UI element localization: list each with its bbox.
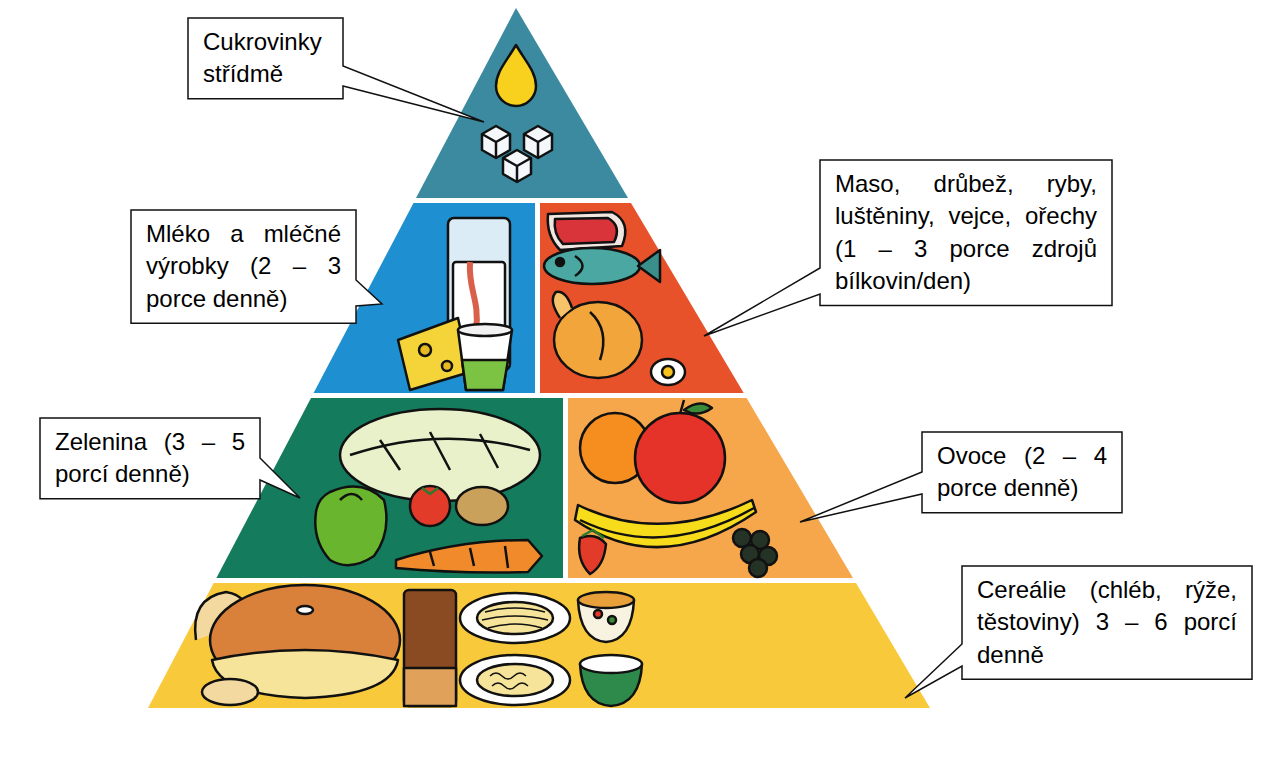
fruit-illustration-part: [684, 403, 712, 413]
protein-illustration-part: [590, 312, 603, 360]
sugar-illustration: [482, 45, 552, 182]
cereal-illustration-part: [460, 655, 570, 705]
protein-illustration-part: [556, 258, 564, 266]
callout-text: Cereálie (chléb, rýže, těstoviny) 3 – 6 …: [977, 574, 1237, 671]
vegetable-illustration-part: [315, 487, 386, 566]
fruit-illustration-part: [582, 530, 604, 538]
vegetable-illustration-part: [396, 540, 542, 573]
callout-box: Ovoce (2 – 4 porce denně): [922, 432, 1122, 513]
dairy-illustration-part: [419, 344, 431, 356]
cereal-illustration-part: [580, 655, 642, 673]
protein-illustration-part: [548, 212, 626, 250]
callout-text: Mléko a mléčné výrobky (2 – 3 porce denn…: [146, 218, 341, 315]
protein-illustration-part: [544, 248, 640, 284]
sugar-illustration-part: [503, 158, 531, 182]
vegetable-illustration-part: [350, 432, 530, 470]
cereal-illustration-part: [202, 679, 258, 705]
pyramid-tiers-part: [216, 398, 563, 578]
cereal-illustration-part: [608, 616, 616, 624]
callout-text: Ovoce (2 – 4 porce denně): [937, 440, 1107, 505]
cereal-illustration-part: [578, 592, 634, 608]
protein-illustration-part: [575, 256, 583, 276]
cereal-illustration-part: [477, 602, 553, 634]
pyramid-tiers-part: [568, 398, 853, 578]
cereal-illustration-part: [404, 668, 456, 706]
protein-illustration-part: [638, 250, 660, 282]
protein-illustration-part: [554, 302, 642, 378]
fruit-illustration-part: [749, 559, 767, 577]
cereal-illustration-part: [482, 608, 548, 628]
cereal-illustration-part: [404, 590, 456, 706]
fruit-illustration: [575, 400, 777, 577]
vegetable-illustration-part: [422, 488, 438, 494]
dairy-illustration-part: [442, 361, 452, 371]
pyramid-tiers: [148, 8, 930, 708]
callout-text: Zelenina (3 – 5 porcí denně): [55, 426, 245, 491]
cereal-illustration-part: [477, 664, 553, 696]
sugar-illustration-part: [496, 45, 536, 106]
vegetable-illustration: [315, 409, 542, 573]
dairy-illustration: [398, 218, 512, 390]
sugar-illustration-part: [524, 134, 552, 158]
pyramid-tiers-part: [416, 8, 628, 198]
cereal-illustration-part: [490, 673, 528, 689]
callout-outline: [905, 566, 1252, 698]
pyramid-tiers-part: [540, 203, 744, 393]
cereal-illustration-part: [594, 610, 602, 618]
protein-illustration-part: [651, 359, 685, 385]
sugar-illustration-part: [482, 134, 510, 158]
callout-outline: [704, 160, 1112, 336]
callout-outline: [800, 432, 1122, 522]
callout-outline: [131, 210, 382, 323]
vegetable-illustration-part: [340, 409, 540, 501]
protein-illustration-part: [555, 218, 617, 244]
dairy-illustration-part: [470, 262, 477, 330]
cereal-illustration-part: [460, 593, 570, 643]
fruit-illustration-part: [579, 536, 606, 574]
fruit-illustration-part: [680, 400, 684, 414]
fruit-illustration-part: [635, 413, 725, 503]
callout-text: Cukrovinky střídmě: [203, 26, 328, 91]
callout-box: Zelenina (3 – 5 porcí denně): [40, 418, 260, 499]
protein-illustration-part: [662, 366, 674, 378]
fruit-illustration-part: [580, 508, 754, 537]
vegetable-illustration-part: [410, 486, 450, 526]
protein-illustration: [544, 212, 685, 385]
cereal-illustration-part: [297, 606, 313, 614]
callout-outline: [188, 18, 484, 122]
callout-box: Mléko a mléčné výrobky (2 – 3 porce denn…: [131, 210, 356, 323]
dairy-illustration-part: [462, 360, 508, 390]
dairy-illustration-part: [458, 330, 512, 390]
cereal-illustration: [195, 585, 642, 706]
protein-illustration-part: [553, 292, 572, 318]
callout-outline: [40, 418, 300, 499]
vegetable-illustration-part: [340, 494, 362, 500]
pyramid-tiers-part: [148, 583, 930, 708]
sugar-illustration-part: [524, 126, 552, 158]
callout-text: Maso, drůbež, ryby, luštěniny, vejce, oř…: [835, 168, 1097, 298]
callout-box: Cereálie (chléb, rýže, těstoviny) 3 – 6 …: [962, 566, 1252, 679]
vegetable-illustration-part: [456, 487, 508, 525]
sugar-illustration-part: [503, 150, 531, 182]
callout-box: Cukrovinky střídmě: [188, 18, 343, 99]
vegetable-illustration-part: [430, 546, 508, 568]
callout-box: Maso, drůbež, ryby, luštěniny, vejce, oř…: [820, 160, 1112, 306]
sugar-illustration-part: [482, 126, 510, 158]
dairy-illustration-part: [458, 324, 512, 336]
